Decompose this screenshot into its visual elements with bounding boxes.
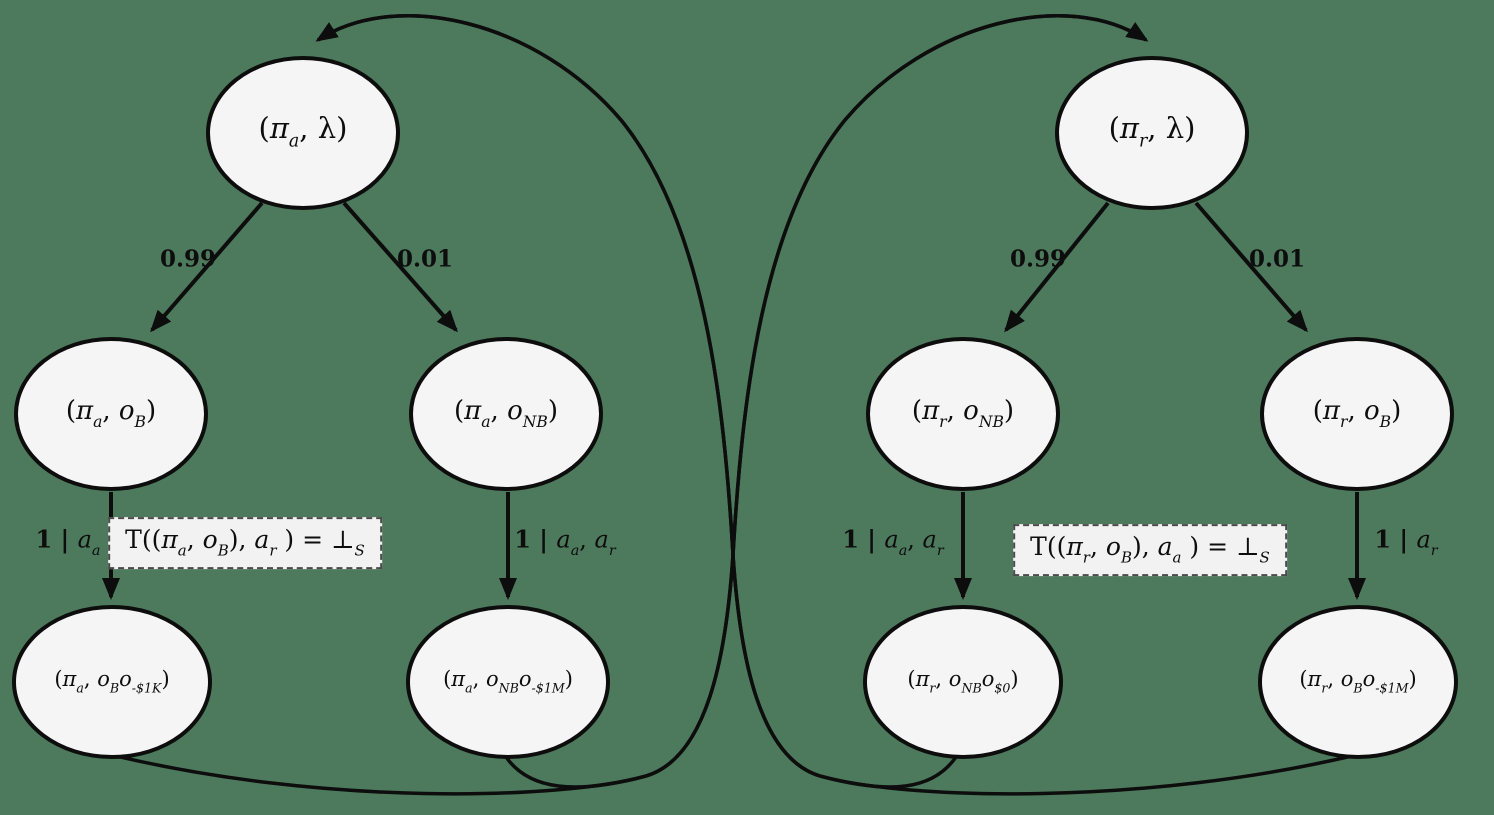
action-label-one-given-aa: 1 | aa	[35, 524, 101, 559]
action-label-one-given-aa-ar-left: 1 | aa, ar	[514, 524, 616, 559]
node-pi-a-oNB: (πa, oNB)	[409, 337, 603, 491]
action-label-one-given-aa-ar-right: 1 | aa, ar	[842, 524, 944, 559]
node-pi-r-oB-o-minus1M: (πr, oBo-$1M)	[1258, 605, 1458, 759]
probability-label-left-low: 0.01	[396, 245, 454, 273]
probability-label-left-high: 0.99	[159, 245, 217, 273]
node-pi-a-lambda: (πa, λ)	[206, 56, 400, 210]
node-label: (πa, oB)	[65, 395, 157, 431]
node-label: (πa, oBo-$1K)	[54, 667, 170, 696]
node-label: (πr, λ)	[1108, 111, 1196, 153]
node-label: (πa, oNBo-$1M)	[443, 667, 573, 696]
node-pi-r-oNB: (πr, oNB)	[866, 337, 1060, 491]
edge-return-right-leaf1-to-pia-root	[317, 14, 960, 789]
node-label: (πr, oNBo$0)	[907, 667, 1019, 696]
edge-pia-root-to-oB	[150, 201, 264, 333]
probability-label-right-high: 0.99	[1009, 245, 1067, 273]
node-label: (πr, oB)	[1312, 395, 1402, 431]
node-label: (πa, oNB)	[454, 395, 558, 431]
node-pi-r-oB: (πr, oB)	[1260, 337, 1454, 491]
transition-annotation-right: T((πr, oB), aa ) = ⊥S	[1013, 524, 1287, 576]
edge-return-left-leaf2-to-pir-root	[502, 14, 1147, 789]
node-pi-r-lambda: (πr, λ)	[1055, 56, 1249, 210]
node-label: (πr, oNB)	[911, 395, 1015, 431]
probability-label-right-low: 0.01	[1248, 245, 1306, 273]
node-pi-a-oB-o-minus1K: (πa, oBo-$1K)	[12, 605, 212, 759]
node-pi-a-oNB-o-minus1M: (πa, oNBo-$1M)	[406, 605, 610, 759]
action-label-one-given-ar: 1 | ar	[1374, 524, 1438, 559]
node-label: (πr, oBo-$1M)	[1299, 667, 1417, 696]
edge-pia-root-to-oNB	[342, 201, 458, 333]
node-pi-r-oNB-o-0: (πr, oNBo$0)	[863, 605, 1063, 759]
edge-pir-root-to-oNB	[1004, 201, 1110, 333]
node-pi-a-oB: (πa, oB)	[14, 337, 208, 491]
transition-annotation-left: T((πa, oB), ar ) = ⊥S	[108, 517, 382, 569]
node-label: (πa, λ)	[258, 111, 348, 153]
edge-pir-root-to-oB	[1194, 201, 1308, 333]
